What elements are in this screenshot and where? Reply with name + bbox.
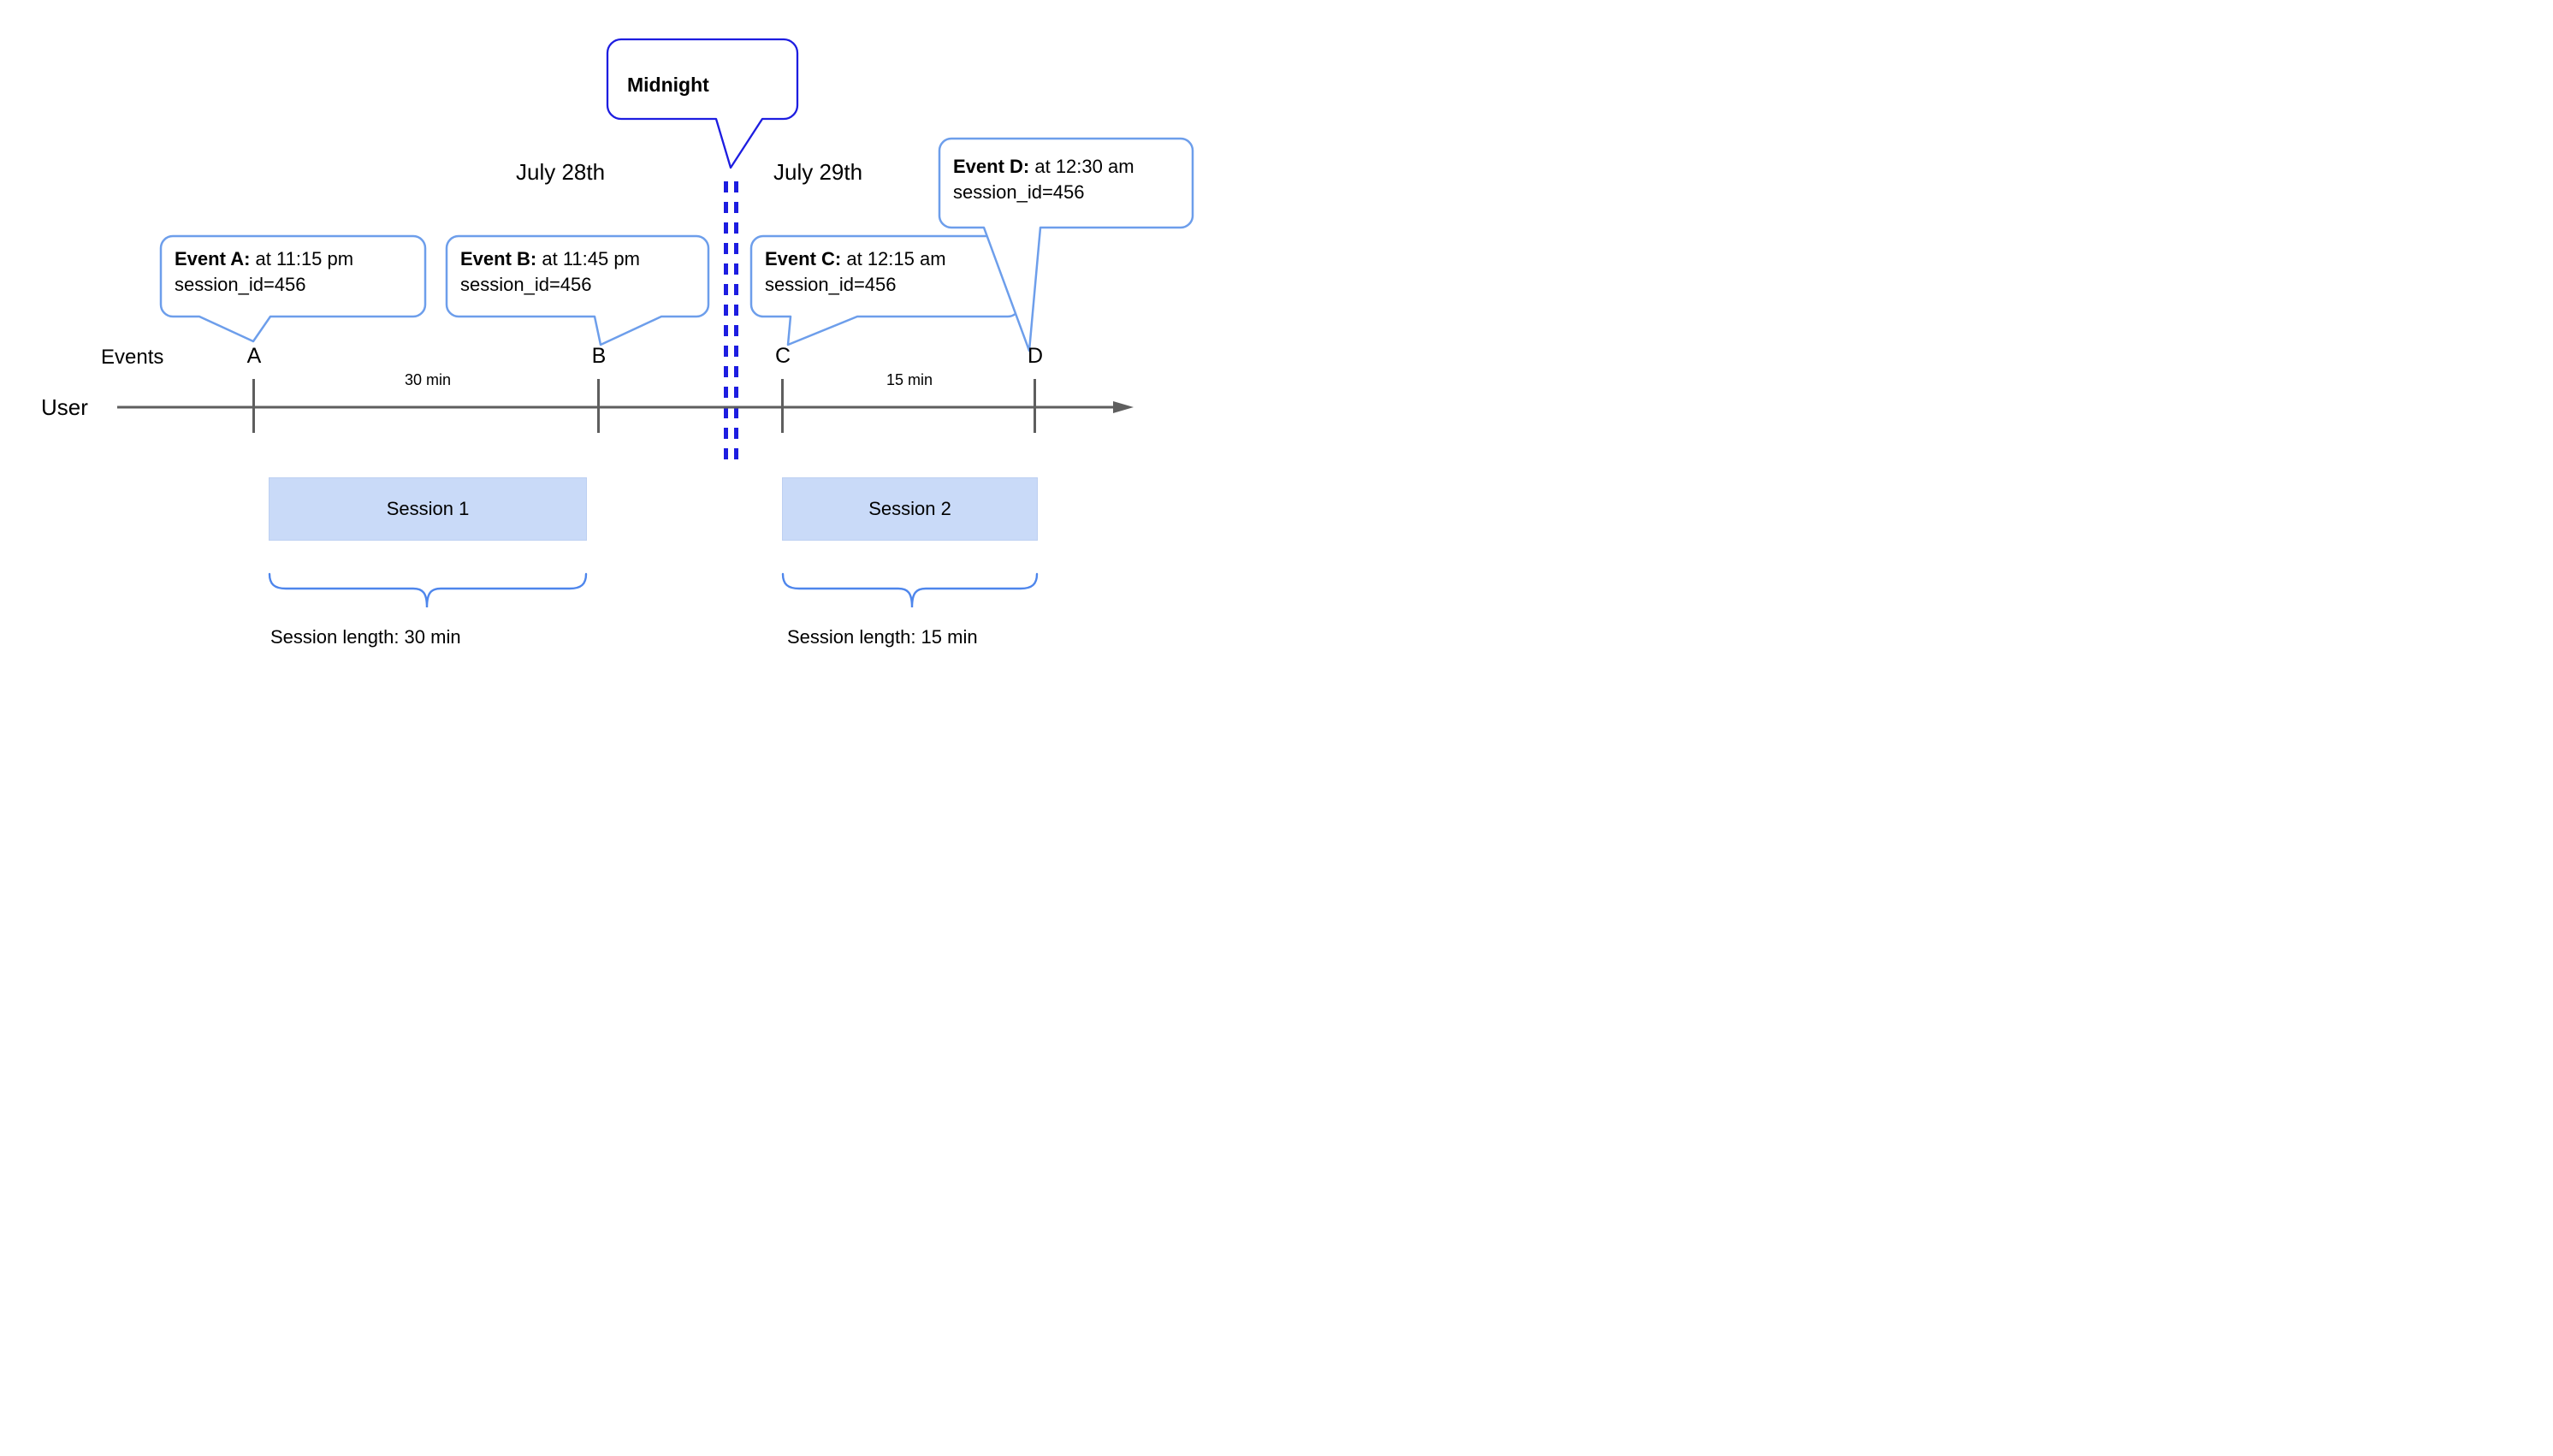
event-c-line1: Event C: at 12:15 am	[765, 248, 946, 269]
event-b-line2: session_id=456	[460, 274, 592, 295]
session-2-brace	[781, 572, 1039, 610]
tick-mark-d	[1034, 379, 1036, 433]
date-label-july-29: July 29th	[773, 159, 863, 185]
session-2-length-label: Session length: 15 min	[787, 626, 978, 648]
user-axis-label: User	[41, 394, 88, 420]
event-a-callout-bubble	[159, 234, 427, 343]
session-1-bar: Session 1	[269, 477, 587, 541]
event-c-line2: session_id=456	[765, 274, 897, 295]
session-1-label: Session 1	[386, 498, 470, 519]
event-a-line1: Event A: at 11:15 pm	[175, 248, 354, 269]
tick-mark-a	[252, 379, 255, 433]
event-c-callout-text: Event C: at 12:15 am session_id=456	[765, 246, 946, 298]
interval-label-15min: 15 min	[886, 371, 933, 388]
event-a-callout-text: Event A: at 11:15 pm session_id=456	[175, 246, 353, 298]
event-b-callout: Event B: at 11:45 pm session_id=456	[445, 234, 710, 350]
event-d-callout: Event D: at 12:30 am session_id=456	[938, 137, 1194, 354]
event-d-callout-bubble	[938, 137, 1194, 352]
midnight-label: Midnight	[627, 74, 709, 96]
interval-label-30min: 30 min	[404, 371, 452, 388]
event-b-callout-bubble	[445, 234, 710, 346]
tick-letter-d: D	[1027, 344, 1044, 368]
tick-mark-c	[781, 379, 784, 433]
midnight-dashed-line-left	[724, 181, 728, 462]
date-label-july-28: July 28th	[516, 159, 606, 185]
tick-letter-a: A	[246, 344, 262, 368]
session-1-length-label: Session length: 30 min	[270, 626, 461, 648]
event-b-callout-text: Event B: at 11:45 pm session_id=456	[460, 246, 640, 298]
user-timeline-arrow	[117, 400, 1135, 414]
event-d-line1: Event D: at 12:30 am	[953, 156, 1134, 177]
event-a-line2: session_id=456	[175, 274, 306, 295]
midnight-callout-bubble	[606, 38, 799, 169]
event-d-line2: session_id=456	[953, 181, 1085, 203]
event-a-callout: Event A: at 11:15 pm session_id=456	[159, 234, 427, 347]
tick-letter-c: C	[774, 344, 791, 368]
session-2-bar: Session 2	[782, 477, 1038, 541]
session-2-label: Session 2	[868, 498, 951, 519]
session-1-brace	[268, 572, 588, 610]
midnight-dashed-line-right	[734, 181, 738, 462]
session-timeline-diagram: Midnight July 28th July 29th Event A: at…	[0, 0, 1276, 728]
event-b-line1: Event B: at 11:45 pm	[460, 248, 640, 269]
event-c-callout: Event C: at 12:15 am session_id=456	[749, 234, 1022, 350]
midnight-callout: Midnight	[606, 38, 799, 172]
tick-letter-b: B	[591, 344, 607, 368]
tick-mark-b	[597, 379, 600, 433]
events-axis-label: Events	[101, 346, 164, 369]
event-d-callout-text: Event D: at 12:30 am session_id=456	[953, 154, 1134, 205]
